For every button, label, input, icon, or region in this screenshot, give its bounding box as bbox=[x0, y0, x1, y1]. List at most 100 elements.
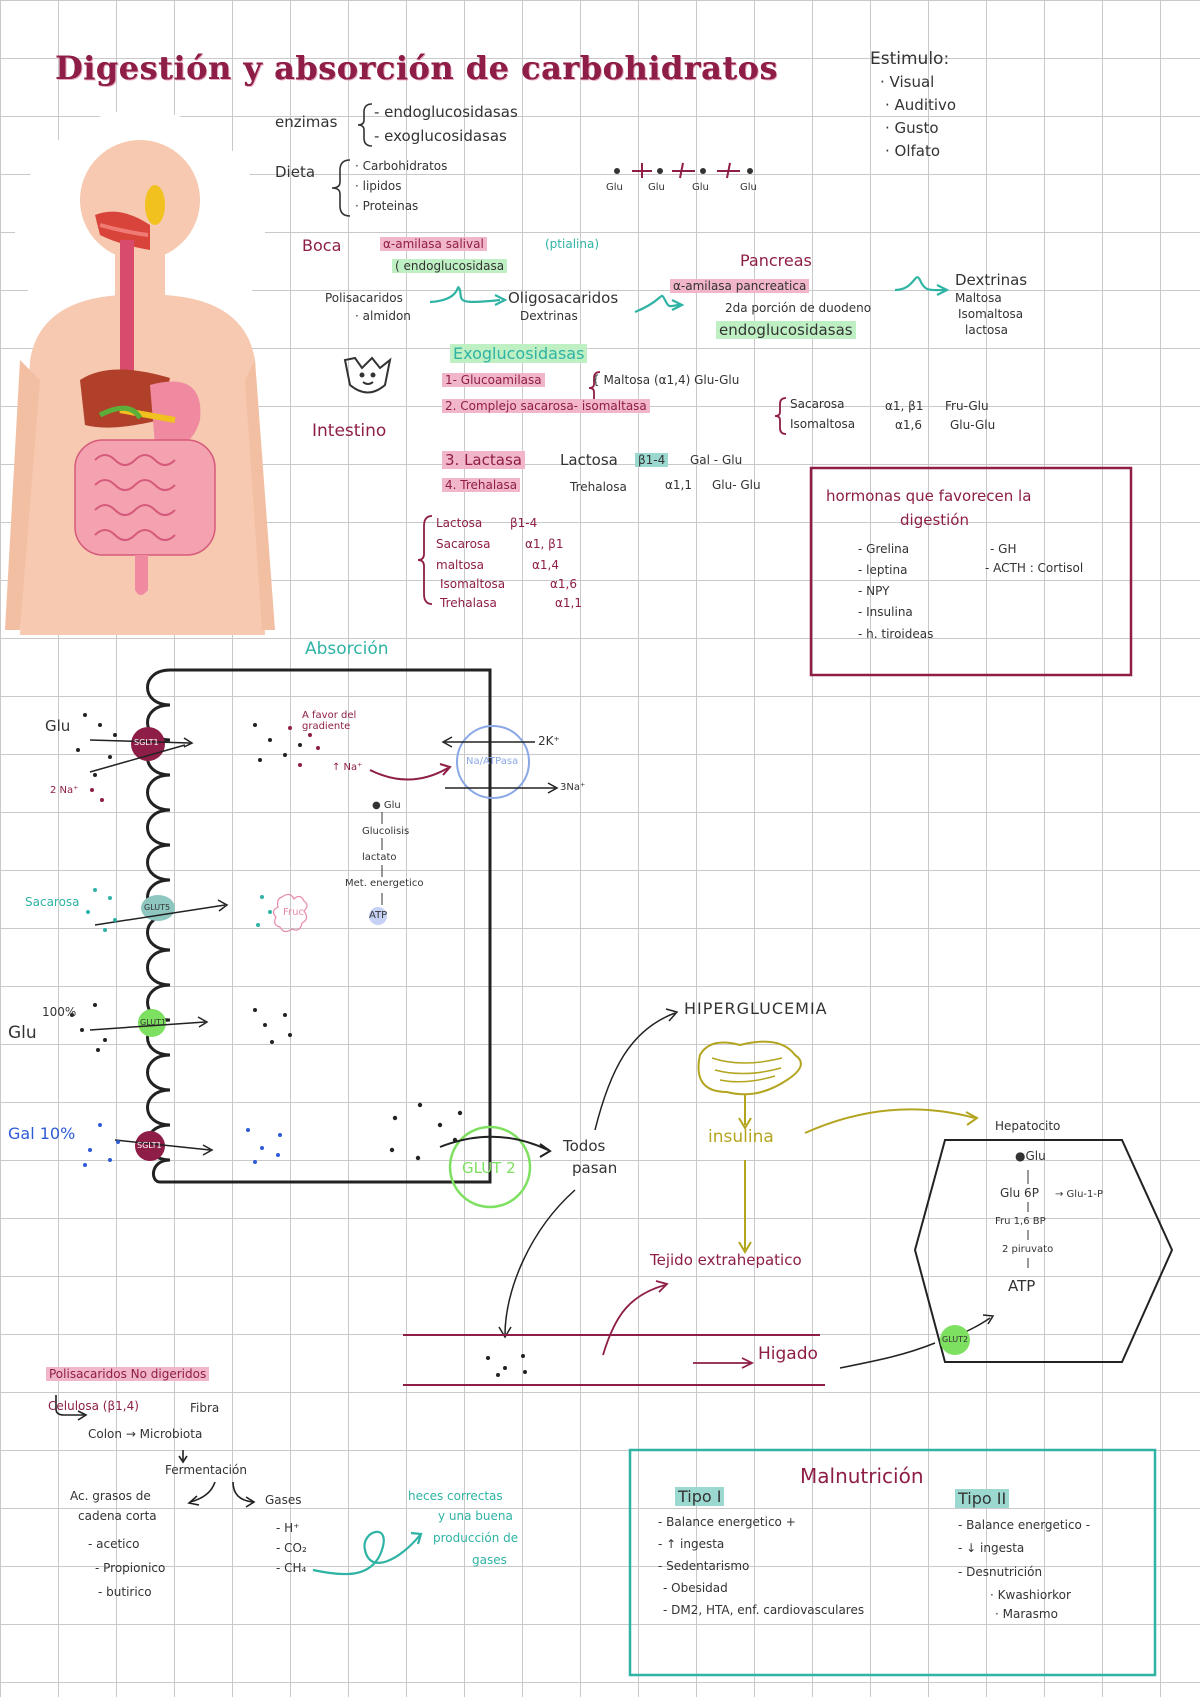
pancreas-product: Dextrinas bbox=[955, 271, 1028, 289]
complejo-sub-bond: α1, β1 bbox=[885, 399, 924, 413]
insulina-label: insulina bbox=[708, 1127, 774, 1147]
tipo1-item: - Sedentarismo bbox=[658, 1559, 750, 1573]
summary-name: Sacarosa bbox=[436, 537, 491, 551]
heces-line: gases bbox=[472, 1553, 507, 1567]
chain-step: lactato bbox=[362, 852, 397, 863]
glu-label: Glu bbox=[692, 182, 709, 193]
hepatocito-label: Hepatocito bbox=[995, 1119, 1061, 1133]
sglt1-label: SGLT1 bbox=[134, 738, 159, 747]
tipo1-item: - Obesidad bbox=[663, 1581, 728, 1595]
tipo2-item: - Balance energetico - bbox=[958, 1518, 1091, 1532]
complejo-sub-name: Isomaltosa bbox=[790, 417, 856, 431]
salivary-amylase: α-amilasa salival bbox=[380, 237, 487, 251]
todos-label: Todos bbox=[563, 1137, 606, 1155]
heces-arrow bbox=[312, 1530, 421, 1576]
almidon: · almidon bbox=[355, 309, 411, 323]
heces-line: heces correctas bbox=[408, 1489, 503, 1503]
dieta-item: · lipidos bbox=[355, 179, 402, 193]
glu-label-2: Glu bbox=[8, 1023, 37, 1043]
hepatocyte-step: ●Glu bbox=[1015, 1149, 1046, 1163]
hormones-box bbox=[809, 466, 1133, 677]
chain-step: ATP bbox=[369, 910, 388, 921]
heces-line: producción de bbox=[433, 1531, 519, 1545]
fermentacion: Fermentación bbox=[165, 1463, 247, 1477]
summary-bond: α1,4 bbox=[532, 558, 559, 572]
na3-label: 3Na⁺ bbox=[560, 782, 586, 793]
glu-label: Glu bbox=[648, 182, 665, 193]
tipo1-item: - Balance energetico + bbox=[658, 1515, 796, 1529]
glucose-chain bbox=[614, 162, 753, 179]
lactasa: 3. Lactasa bbox=[442, 451, 525, 469]
polisacaridos: Polisacaridos bbox=[325, 291, 403, 305]
cadena-corta: cadena corta bbox=[78, 1509, 157, 1523]
page-title: Digestión y absorción de carbohidratos bbox=[55, 49, 778, 87]
celulosa: Celulosa (β1,4) bbox=[48, 1399, 139, 1413]
gas-item: - H⁺ bbox=[276, 1521, 300, 1535]
tipo1-item: - ↑ ingesta bbox=[658, 1537, 725, 1551]
complejo-sacarosa: 2. Complejo sacarosa- isomaltasa bbox=[442, 399, 650, 413]
glu-label: Glu bbox=[606, 182, 623, 193]
hormona-item: - GH bbox=[990, 542, 1017, 556]
dieta-label: Dieta bbox=[275, 163, 316, 181]
intestino-label: Intestino bbox=[312, 421, 387, 441]
glut2-hepatocyte: GLUT2 bbox=[942, 1335, 969, 1344]
tipo2-item: - ↓ ingesta bbox=[958, 1541, 1025, 1555]
absorcion-title: Absorción bbox=[305, 639, 389, 659]
enzimas-item: - exoglucosidasas bbox=[374, 127, 507, 145]
hepatocyte-step: ATP bbox=[1008, 1277, 1036, 1295]
higado-label: Higado bbox=[758, 1344, 818, 1364]
pasan-label: pasan bbox=[572, 1159, 618, 1177]
oligosacaridos: Oligosacaridos bbox=[508, 289, 619, 307]
na2-label: 2 Na⁺ bbox=[50, 785, 79, 796]
braces bbox=[331, 103, 373, 217]
hormona-item: - Insulina bbox=[858, 605, 913, 619]
no-digeridos-arrows bbox=[55, 1395, 256, 1508]
maltosa-sub: { Maltosa (α1,4) Glu-Glu bbox=[592, 373, 740, 387]
gas-item: - CO₂ bbox=[276, 1541, 307, 1555]
complejo-sub-prod: Fru-Glu bbox=[945, 399, 989, 413]
glut1-label: GLUT1 bbox=[140, 1018, 167, 1027]
hormonas-title: hormonas que favorecen la bbox=[826, 487, 1032, 505]
complejo-sub-prod: Glu-Glu bbox=[950, 418, 996, 432]
na-atpasa-pump: Na/ATPasa bbox=[466, 756, 519, 767]
summary-name: Trehalasa bbox=[440, 596, 497, 610]
gal-label: Gal 10% bbox=[8, 1124, 76, 1143]
lactosa-bond: β1-4 bbox=[635, 453, 669, 467]
fruc-label: Fruc bbox=[283, 907, 304, 918]
acid-item: - Propionico bbox=[95, 1561, 166, 1575]
hepatocyte-step: → Glu-1-P bbox=[1055, 1189, 1104, 1200]
tooth-icon bbox=[343, 356, 392, 394]
pancreatic-amylase: α-amilasa pancreatica bbox=[670, 279, 810, 293]
glut5-label: GLUT5 bbox=[144, 903, 171, 912]
tipo2-item: - Desnutrición bbox=[958, 1565, 1043, 1579]
digestive-system-illustration bbox=[5, 110, 275, 635]
hepatocyte-step: 2 piruvato bbox=[1002, 1244, 1054, 1255]
lactosa-prod: Gal - Glu bbox=[690, 453, 743, 467]
chain-step: Met. energetico bbox=[345, 878, 424, 889]
acid-item: - acetico bbox=[88, 1537, 140, 1551]
sglt1-gal-label: SGLT1 bbox=[137, 1141, 162, 1150]
acid-item: - butirico bbox=[98, 1585, 152, 1599]
malnutricion-title: Malnutrición bbox=[800, 1464, 924, 1488]
boca-label: Boca bbox=[302, 236, 342, 255]
no-digeridos-title: Polisacaridos No digeridos bbox=[46, 1367, 210, 1381]
summary-name: Lactosa bbox=[436, 516, 483, 530]
enterocyte-diagram bbox=[70, 668, 559, 1209]
chain-step: ● Glu bbox=[372, 800, 401, 811]
summary-bond: α1, β1 bbox=[525, 537, 564, 551]
trehalosa-sub: Trehalosa bbox=[570, 480, 627, 494]
trehalosa-bond: α1,1 bbox=[665, 478, 692, 492]
malnutrition-box bbox=[628, 1448, 1157, 1677]
tipo1-item: - DM2, HTA, enf. cardiovasculares bbox=[663, 1603, 865, 1617]
tipo2-item: · Kwashiorkor bbox=[990, 1588, 1071, 1602]
complejo-sub-name: Sacarosa bbox=[790, 397, 845, 411]
estimulo-item: · Auditivo bbox=[885, 96, 957, 114]
colon-microbiota: Colon → Microbiota bbox=[88, 1427, 203, 1441]
hormona-item: - Grelina bbox=[858, 542, 910, 556]
na-up: ↑ Na⁺ bbox=[332, 762, 363, 773]
ptialina: (ptialina) bbox=[545, 237, 599, 251]
pancreas-product: Isomaltosa bbox=[958, 307, 1024, 321]
gases: Gases bbox=[265, 1493, 302, 1507]
enzimas-item: - endoglucosidasas bbox=[374, 103, 518, 121]
